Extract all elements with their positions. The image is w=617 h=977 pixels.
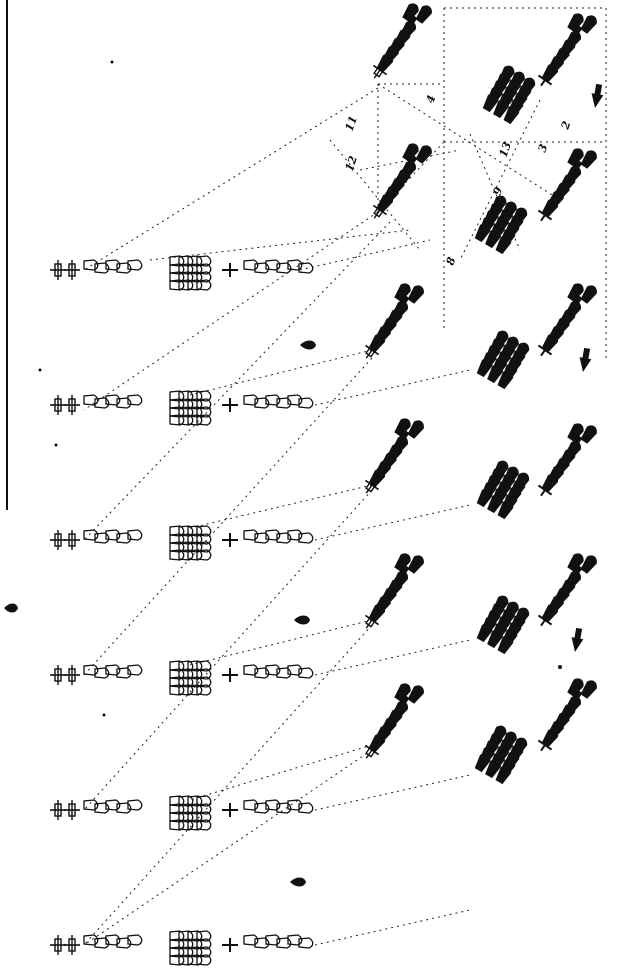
label-11: 11 (343, 114, 360, 133)
label-2: 2 (558, 119, 573, 132)
solid-formation (530, 276, 600, 361)
label-13: 13 (497, 140, 515, 159)
solid-block (475, 458, 531, 520)
solid-formation (355, 676, 427, 764)
open-column-row (50, 931, 313, 965)
solid-block (473, 723, 529, 785)
label-8: 8 (444, 255, 459, 267)
solid-block (475, 593, 531, 655)
diagram-labels: 11 12 4 3 2 13 9 8 (343, 93, 574, 267)
solid-formation (530, 546, 600, 631)
solid-block (473, 193, 529, 255)
open-column-row (50, 256, 313, 290)
solid-formation (363, 136, 435, 224)
label-12: 12 (343, 154, 361, 173)
label-4: 4 (424, 93, 439, 105)
label-9: 9 (491, 185, 506, 197)
solid-formation (530, 671, 600, 756)
solid-formation (363, 0, 435, 84)
solid-formation (530, 416, 600, 501)
label-3: 3 (536, 142, 551, 154)
open-column-row (50, 391, 313, 425)
open-column-row (50, 661, 313, 695)
solid-formation (355, 411, 427, 499)
open-column-row (50, 526, 313, 560)
solid-formation (355, 546, 427, 634)
solid-formation (530, 6, 600, 91)
open-unit-columns (50, 256, 313, 965)
open-column-row (50, 796, 313, 830)
solid-block (481, 63, 537, 125)
page-edge-line (6, 0, 8, 510)
solid-formation (355, 276, 427, 364)
solid-block (475, 328, 531, 390)
solid-formations (355, 0, 600, 785)
solid-formation (530, 141, 600, 226)
